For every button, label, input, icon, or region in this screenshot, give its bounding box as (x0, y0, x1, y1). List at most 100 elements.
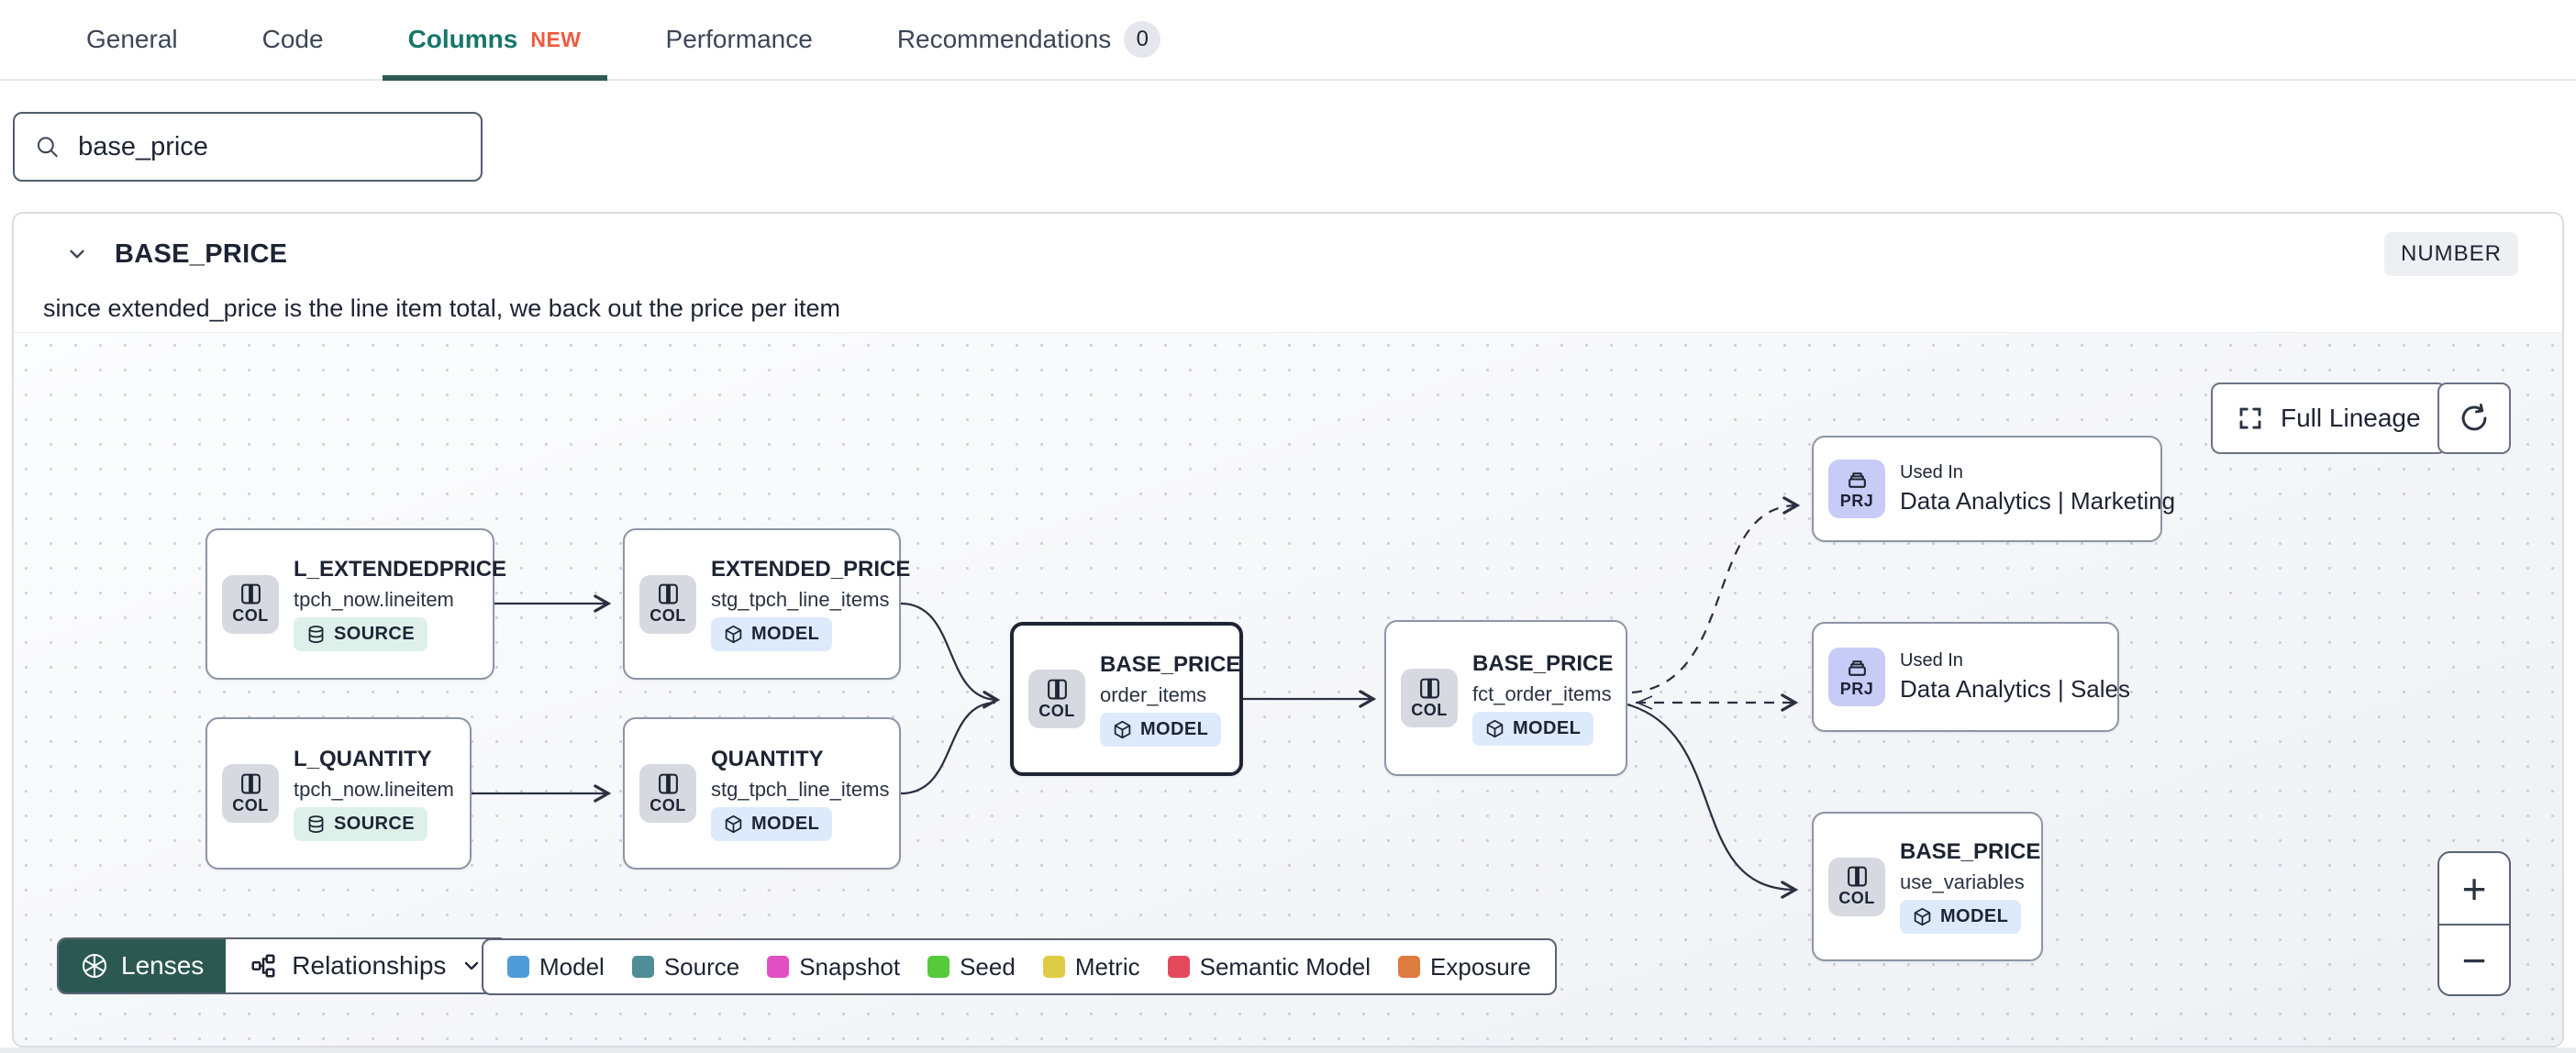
columns-icon (1047, 679, 1067, 699)
legend-item-model: Model (507, 953, 605, 981)
page-bottom-strip (0, 1047, 2576, 1053)
legend-swatch (927, 956, 950, 978)
legend-swatch (1167, 956, 1190, 978)
node-title: BASE_PRICE (1900, 839, 2041, 864)
expand-icon (2239, 407, 2261, 429)
columns-icon (1847, 866, 1867, 887)
zoom-controls: + − (2437, 851, 2511, 996)
columns-icon (240, 773, 261, 793)
legend-item-seed: Seed (927, 953, 1016, 981)
lineage-node-l-quantity[interactable]: COL L_QUANTITY tpch_now.lineitem SOURCE (205, 717, 472, 870)
aperture-icon (83, 954, 106, 978)
project-chip: PRJ (1828, 460, 1885, 518)
search-icon (37, 137, 58, 158)
lineage-node-base-price-order-items[interactable]: COL BASE_PRICE order_items MODEL (1010, 622, 1243, 776)
node-title: L_QUANTITY (294, 746, 432, 771)
node-title: BASE_PRICE (1472, 650, 1614, 676)
tab-columns[interactable]: Columns NEW (382, 0, 607, 81)
zoom-out-button[interactable]: − (2439, 924, 2509, 994)
exposure-name: Data Analytics | Sales (1900, 675, 2130, 703)
model-badge: MODEL (1100, 712, 1222, 747)
source-badge: SOURCE (294, 617, 427, 651)
column-chip: COL (1028, 670, 1085, 728)
chevron-down-icon (465, 961, 479, 970)
column-chip: COL (1828, 857, 1885, 916)
column-search[interactable] (13, 112, 483, 182)
node-title: L_EXTENDEDPRICE (294, 557, 507, 582)
tab-label: General (86, 25, 178, 53)
relationships-dropdown[interactable]: Relationships (226, 939, 506, 992)
tab-label: Code (261, 25, 324, 53)
cube-icon (1486, 719, 1504, 737)
refresh-button[interactable] (2437, 382, 2511, 454)
node-subtitle: use_variables (1900, 870, 2025, 893)
legend-item-exposure: Exposure (1398, 953, 1531, 981)
relationships-icon (251, 954, 275, 978)
legend-swatch (1042, 956, 1065, 978)
column-description: since extended_price is the line item to… (43, 294, 840, 322)
full-lineage-button[interactable]: Full Lineage (2211, 382, 2447, 454)
tab-code[interactable]: Code (237, 0, 350, 79)
search-input[interactable] (76, 130, 461, 163)
legend-swatch (767, 956, 790, 978)
legend-item-semantic-model: Semantic Model (1167, 953, 1371, 981)
lineage-node-quantity[interactable]: COL QUANTITY stg_tpch_line_items MODEL (623, 717, 901, 870)
tab-label: Performance (665, 25, 813, 53)
columns-icon (658, 773, 678, 793)
refresh-icon (2461, 404, 2487, 431)
lineage-node-l-extendedprice[interactable]: COL L_EXTENDEDPRICE tpch_now.lineitem SO… (205, 528, 506, 680)
node-subtitle: tpch_now.lineitem (294, 588, 454, 611)
lineage-canvas[interactable]: Full Lineage COL L_EXTENDEDPRICE tpch_no… (14, 332, 2562, 1046)
cube-icon (1114, 720, 1131, 738)
cube-icon (725, 625, 742, 644)
lineage-node-base-price-use-variables[interactable]: COL BASE_PRICE use_variables MODEL (1812, 812, 2043, 961)
cube-icon (725, 815, 742, 833)
project-icon (1848, 660, 1866, 676)
node-subtitle: stg_tpch_line_items (711, 588, 890, 611)
lineage-node-used-in-sales[interactable]: PRJ Used In Data Analytics | Sales (1812, 622, 2130, 732)
column-name: BASE_PRICE (115, 238, 288, 269)
model-badge: MODEL (711, 806, 833, 841)
node-type-legend: Model Source Snapshot Seed Metric Semant… (482, 938, 1557, 995)
tab-general[interactable]: General (61, 0, 204, 79)
columns-icon (1419, 678, 1439, 698)
tab-performance[interactable]: Performance (640, 0, 838, 79)
full-lineage-label: Full Lineage (2281, 404, 2421, 432)
columns-icon (658, 583, 678, 604)
tab-bar: General Code Columns NEW Performance Rec… (0, 0, 2576, 81)
column-panel: BASE_PRICE NUMBER since extended_price i… (12, 212, 2564, 1047)
legend-swatch (507, 956, 529, 978)
zoom-in-button[interactable]: + (2461, 864, 2487, 913)
database-icon (308, 815, 324, 833)
lineage-node-extended-price[interactable]: COL EXTENDED_PRICE stg_tpch_line_items M… (623, 528, 910, 680)
model-badge: MODEL (1472, 711, 1594, 746)
exposure-name: Data Analytics | Marketing (1900, 487, 2176, 515)
tab-recommendations[interactable]: Recommendations 0 (872, 0, 1186, 79)
model-badge: MODEL (1900, 900, 2022, 934)
column-chip: COL (222, 764, 279, 823)
chevron-down-icon[interactable] (65, 242, 89, 266)
lenses-button[interactable]: Lenses (59, 939, 227, 992)
node-subtitle: stg_tpch_line_items (711, 777, 890, 801)
model-badge: MODEL (711, 617, 833, 651)
used-in-label: Used In (1900, 650, 1963, 671)
column-chip: COL (639, 574, 696, 634)
legend-item-source: Source (631, 953, 739, 981)
source-badge: SOURCE (294, 806, 427, 841)
project-chip: PRJ (1828, 648, 1885, 706)
legend-item-snapshot: Snapshot (767, 953, 900, 981)
legend-swatch (1398, 956, 1421, 978)
tab-label: Recommendations (896, 25, 1112, 53)
column-header: BASE_PRICE NUMBER (14, 214, 2562, 282)
new-badge: NEW (530, 27, 582, 51)
node-title: EXTENDED_PRICE (711, 557, 911, 582)
node-subtitle: tpch_now.lineitem (294, 777, 454, 801)
project-icon (1848, 471, 1866, 488)
used-in-label: Used In (1900, 462, 1963, 482)
cube-icon (1914, 907, 1931, 926)
lineage-node-base-price-fct-order-items[interactable]: COL BASE_PRICE fct_order_items MODEL (1384, 620, 1627, 776)
lineage-node-used-in-marketing[interactable]: PRJ Used In Data Analytics | Marketing (1812, 436, 2175, 542)
node-subtitle: fct_order_items (1472, 682, 1612, 705)
node-title: QUANTITY (711, 746, 824, 771)
legend-swatch (631, 956, 654, 978)
